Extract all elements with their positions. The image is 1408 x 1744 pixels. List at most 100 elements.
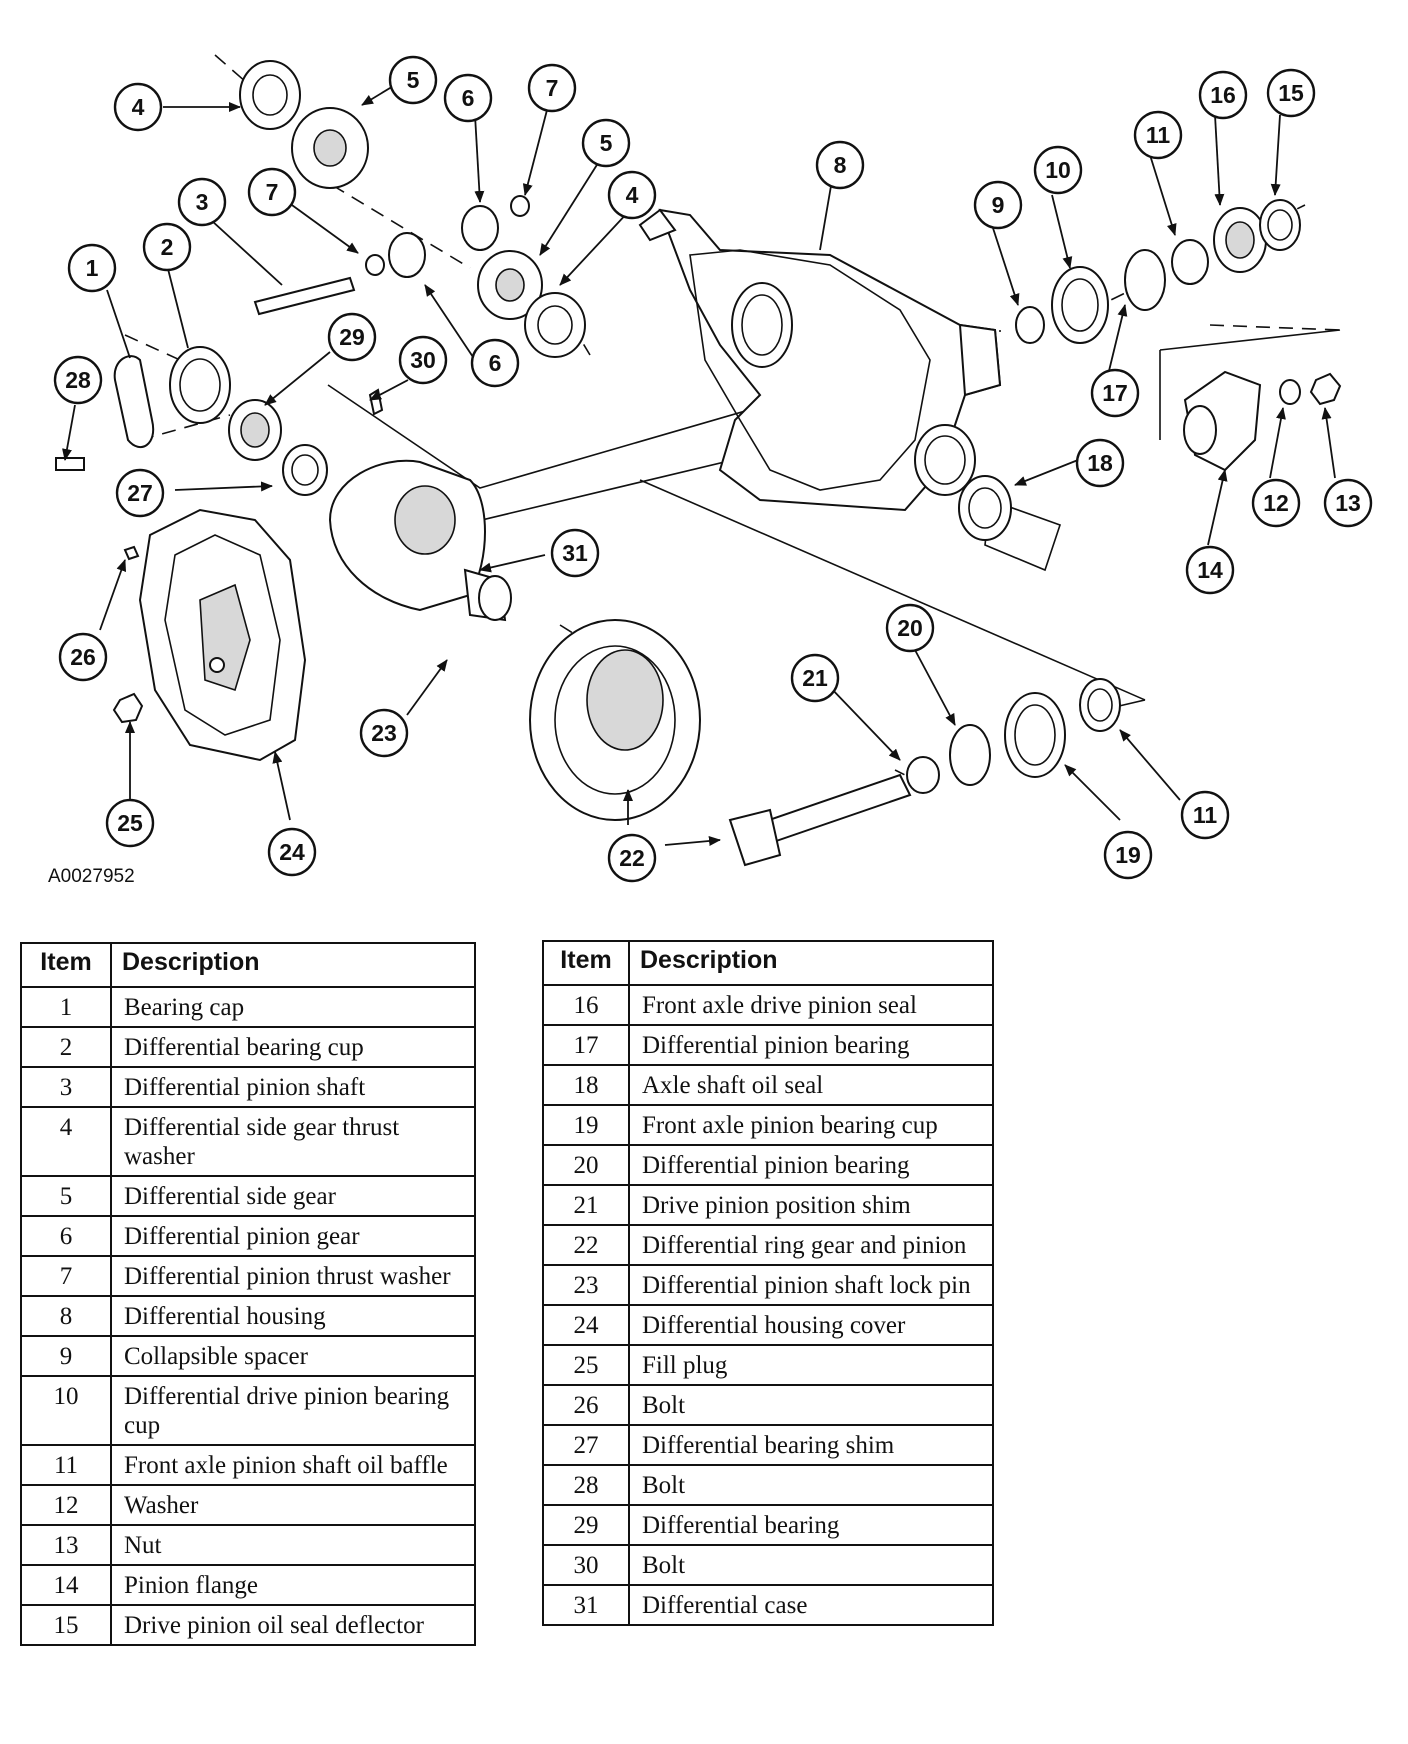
callout-15: 15 [1266, 68, 1316, 118]
description-cell: Differential pinion thrust washer [110, 1255, 476, 1297]
item-number-cell: 1 [20, 986, 112, 1028]
description-cell: Washer [110, 1484, 476, 1526]
svg-text:12: 12 [1263, 490, 1289, 516]
item-number-cell: 27 [542, 1424, 630, 1466]
callout-3: 3 [177, 177, 227, 227]
svg-text:3: 3 [196, 189, 209, 215]
callout-26: 26 [58, 632, 108, 682]
description-cell: Differential pinion gear [110, 1215, 476, 1257]
callout-18: 18 [1075, 438, 1125, 488]
callout-8: 8 [815, 140, 865, 190]
pinion-shaft [253, 276, 356, 316]
description-cell: Front axle pinion shaft oil baffle [110, 1444, 476, 1486]
item-number-cell: 26 [542, 1384, 630, 1426]
callout-14: 14 [1185, 545, 1235, 595]
svg-text:7: 7 [546, 75, 559, 101]
description-cell: Bearing cap [110, 986, 476, 1028]
callout-4-upper: 4 [113, 82, 163, 132]
drive-pinion [728, 678, 1121, 867]
description-cell: Differential drive pinion bearing cup [110, 1375, 476, 1446]
item-number-cell: 31 [542, 1584, 630, 1626]
svg-text:7: 7 [266, 179, 279, 205]
svg-text:18: 18 [1087, 450, 1113, 476]
callout-10: 10 [1033, 145, 1083, 195]
svg-text:29: 29 [339, 324, 365, 350]
description-cell: Differential bearing cup [110, 1026, 476, 1068]
item-number-cell: 10 [20, 1375, 112, 1446]
item-number-cell: 2 [20, 1026, 112, 1068]
figure-id-label: A0027952 [48, 866, 135, 887]
callout-6-lower: 6 [470, 338, 520, 388]
description-cell: Bolt [628, 1464, 994, 1506]
description-cell: Bolt [628, 1384, 994, 1426]
callout-20: 20 [885, 603, 935, 653]
callout-13: 13 [1323, 478, 1373, 528]
item-number-cell: 3 [20, 1066, 112, 1108]
item-number-cell: 16 [542, 984, 630, 1026]
callout-7-upper: 7 [527, 63, 577, 113]
item-number-cell: 15 [20, 1604, 112, 1646]
svg-text:20: 20 [897, 615, 923, 641]
item-number-cell: 23 [542, 1264, 630, 1306]
description-cell: Bolt [628, 1544, 994, 1586]
svg-text:17: 17 [1102, 380, 1128, 406]
svg-text:31: 31 [562, 540, 588, 566]
item-number-cell: 4 [20, 1106, 112, 1177]
svg-text:13: 13 [1335, 490, 1361, 516]
table-header-row: Item Description [20, 942, 476, 988]
table-header-row: Item Description [542, 940, 994, 986]
item-number-cell: 19 [542, 1104, 630, 1146]
callout-23: 23 [359, 708, 409, 758]
svg-text:23: 23 [371, 720, 397, 746]
description-cell: Differential housing cover [628, 1304, 994, 1346]
item-number-cell: 18 [542, 1064, 630, 1106]
svg-text:22: 22 [619, 845, 645, 871]
svg-text:6: 6 [462, 85, 475, 111]
column-header-description: Description [110, 942, 476, 988]
description-cell: Pinion flange [110, 1564, 476, 1606]
item-number-cell: 14 [20, 1564, 112, 1606]
description-cell: Differential pinion shaft [110, 1066, 476, 1108]
svg-text:4: 4 [626, 182, 639, 208]
callout-7-lower: 7 [247, 167, 297, 217]
bearing-cap [55, 355, 155, 471]
callout-5-lower: 5 [581, 118, 631, 168]
differential-case [328, 388, 512, 622]
svg-text:30: 30 [410, 347, 436, 373]
item-number-cell: 12 [20, 1484, 112, 1526]
item-number-cell: 6 [20, 1215, 112, 1257]
description-cell: Differential ring gear and pinion [628, 1224, 994, 1266]
svg-text:21: 21 [802, 665, 828, 691]
item-number-cell: 25 [542, 1344, 630, 1386]
item-number-cell: 5 [20, 1175, 112, 1217]
description-cell: Nut [110, 1524, 476, 1566]
callout-11-lower: 11 [1180, 790, 1230, 840]
svg-text:27: 27 [127, 480, 153, 506]
description-cell: Collapsible spacer [110, 1335, 476, 1377]
description-cell: Front axle pinion bearing cup [628, 1104, 994, 1146]
exploded-axle-diagram: 4 5 6 7 5 4 3 7 2 1 6 29 30 28 27 31 26 … [53, 54, 1373, 883]
item-number-cell: 24 [542, 1304, 630, 1346]
side-gear-upper [239, 60, 369, 189]
description-cell: Differential bearing shim [628, 1424, 994, 1466]
item-number-cell: 7 [20, 1255, 112, 1297]
svg-text:26: 26 [70, 644, 96, 670]
item-number-cell: 21 [542, 1184, 630, 1226]
